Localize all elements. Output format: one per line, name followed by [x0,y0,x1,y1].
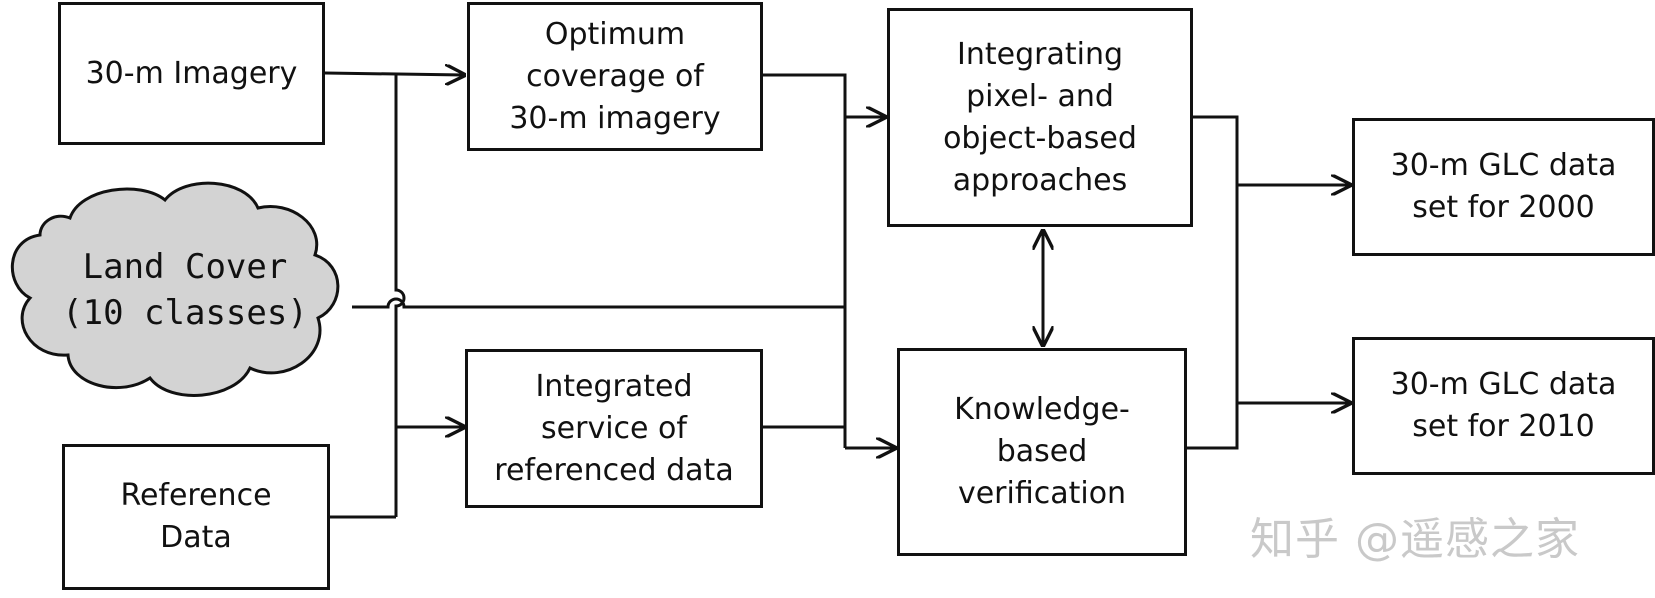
glc-2000-line-1: 30-m GLC data [1390,148,1617,183]
verification-line-2: based [996,434,1088,469]
reference-data-box: Reference Data [62,444,330,590]
land-cover-line-2: (10 classes) [62,292,308,333]
integrating-line-2: pixel- and [966,78,1114,114]
connector-land-cover [352,297,845,309]
integrating-box: Integrating pixel- and object-based appr… [887,8,1193,227]
service-line-3: referenced data [494,452,734,488]
glc-2010-line-1: 30-m GLC data [1390,367,1617,402]
reference-service-box: Integrated service of referenced data [465,349,763,508]
integrating-line-1: Integrating [957,36,1123,72]
imagery-label: 30-m Imagery [85,55,298,91]
verification-line-1: Knowledge- [954,392,1130,427]
glc-2000-line-2: set for 2000 [1412,190,1595,225]
coverage-line-2: coverage of [526,58,704,94]
verification-box: Knowledge- based verification [897,348,1187,556]
land-cover-label: Land Cover (10 classes) [30,245,340,337]
glc-2000-box: 30-m GLC data set for 2000 [1352,118,1655,256]
coverage-line-1: Optimum [544,16,686,52]
integrating-line-3: object-based [943,120,1137,156]
connector-imagery-bus [394,74,406,517]
coverage-box: Optimum coverage of 30-m imagery [467,2,763,151]
verification-line-3: verification [957,476,1127,511]
glc-2010-line-2: set for 2010 [1412,409,1595,444]
connector-coverage-right [763,73,847,448]
land-cover-cloud-shape [10,181,340,397]
land-cover-line-1: Land Cover [82,247,288,287]
connector-integrating-to-outputs [1187,115,1239,450]
coverage-line-3: 30-m imagery [509,100,721,136]
reference-line-2: Data [160,520,232,555]
reference-line-1: Reference [120,478,272,513]
watermark: 知乎 @遥感之家 [1250,514,1580,565]
glc-2010-box: 30-m GLC data set for 2010 [1352,337,1655,475]
imagery-box: 30-m Imagery [58,2,325,145]
service-line-1: Integrated [535,368,693,404]
integrating-line-4: approaches [952,162,1128,198]
service-line-2: service of [541,410,687,446]
